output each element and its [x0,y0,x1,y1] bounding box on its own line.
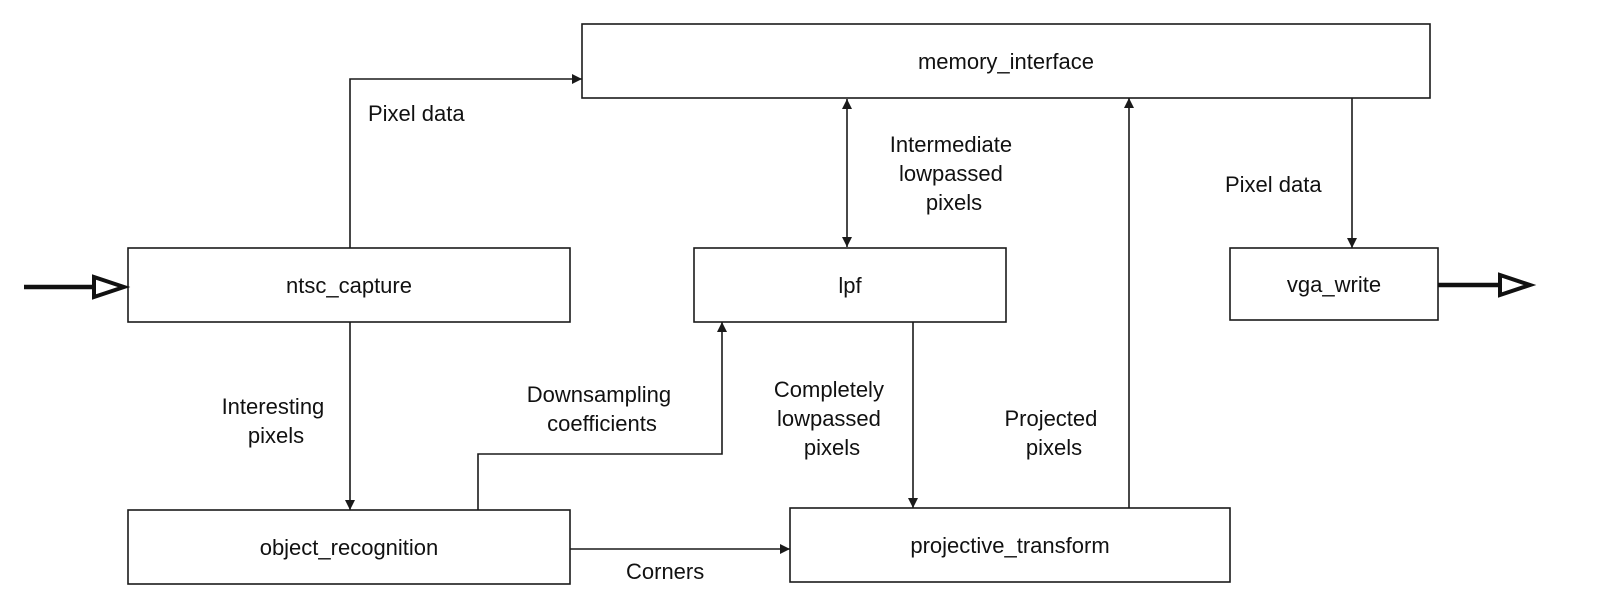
edge-recognition-to-lpf: Downsampling coefficients [477,322,727,510]
edge-transform-to-memory: Projected pixels [1004,98,1134,508]
lpf-label: lpf [838,273,862,298]
vga-write-block: vga_write [1229,247,1439,321]
object-recognition-label: object_recognition [260,535,439,560]
lpf-block: lpf [693,247,1007,323]
edge-lpf-to-transform: Completely lowpassed pixels [774,322,918,508]
vga-write-label: vga_write [1287,272,1381,297]
memory-interface-label: memory_interface [918,49,1094,74]
edge-label-completely-lowpassed: Completely lowpassed pixels [774,377,890,460]
memory-interface-block: memory_interface [581,23,1431,99]
edge-lpf-memory-bidirectional: Intermediate lowpassed pixels [842,99,1018,247]
edge-label-intermediate-lowpassed: Intermediate lowpassed pixels [890,132,1018,215]
edge-label-pixel-data-out: Pixel data [1225,172,1322,197]
edge-recognition-to-transform: Corners [570,544,790,584]
ntsc-capture-block: ntsc_capture [127,247,571,323]
video-output-arrow [1438,272,1537,298]
edge-label-interesting-pixels: Interesting pixels [222,394,331,448]
edge-capture-to-recognition: Interesting pixels [222,322,355,510]
video-input-arrow [24,274,131,300]
object-recognition-block: object_recognition [127,509,571,585]
ntsc-capture-label: ntsc_capture [286,273,412,298]
edge-label-pixel-data-in: Pixel data [368,101,465,126]
projective-transform-label: projective_transform [910,533,1109,558]
edge-label-downsampling-coefficients: Downsampling coefficients [527,382,677,436]
edge-capture-to-memory: Pixel data [349,74,582,248]
edge-label-corners: Corners [626,559,704,584]
projective-transform-block: projective_transform [789,507,1231,583]
edge-memory-to-vga: Pixel data [1225,98,1357,248]
edge-label-projected-pixels: Projected pixels [1004,406,1103,460]
